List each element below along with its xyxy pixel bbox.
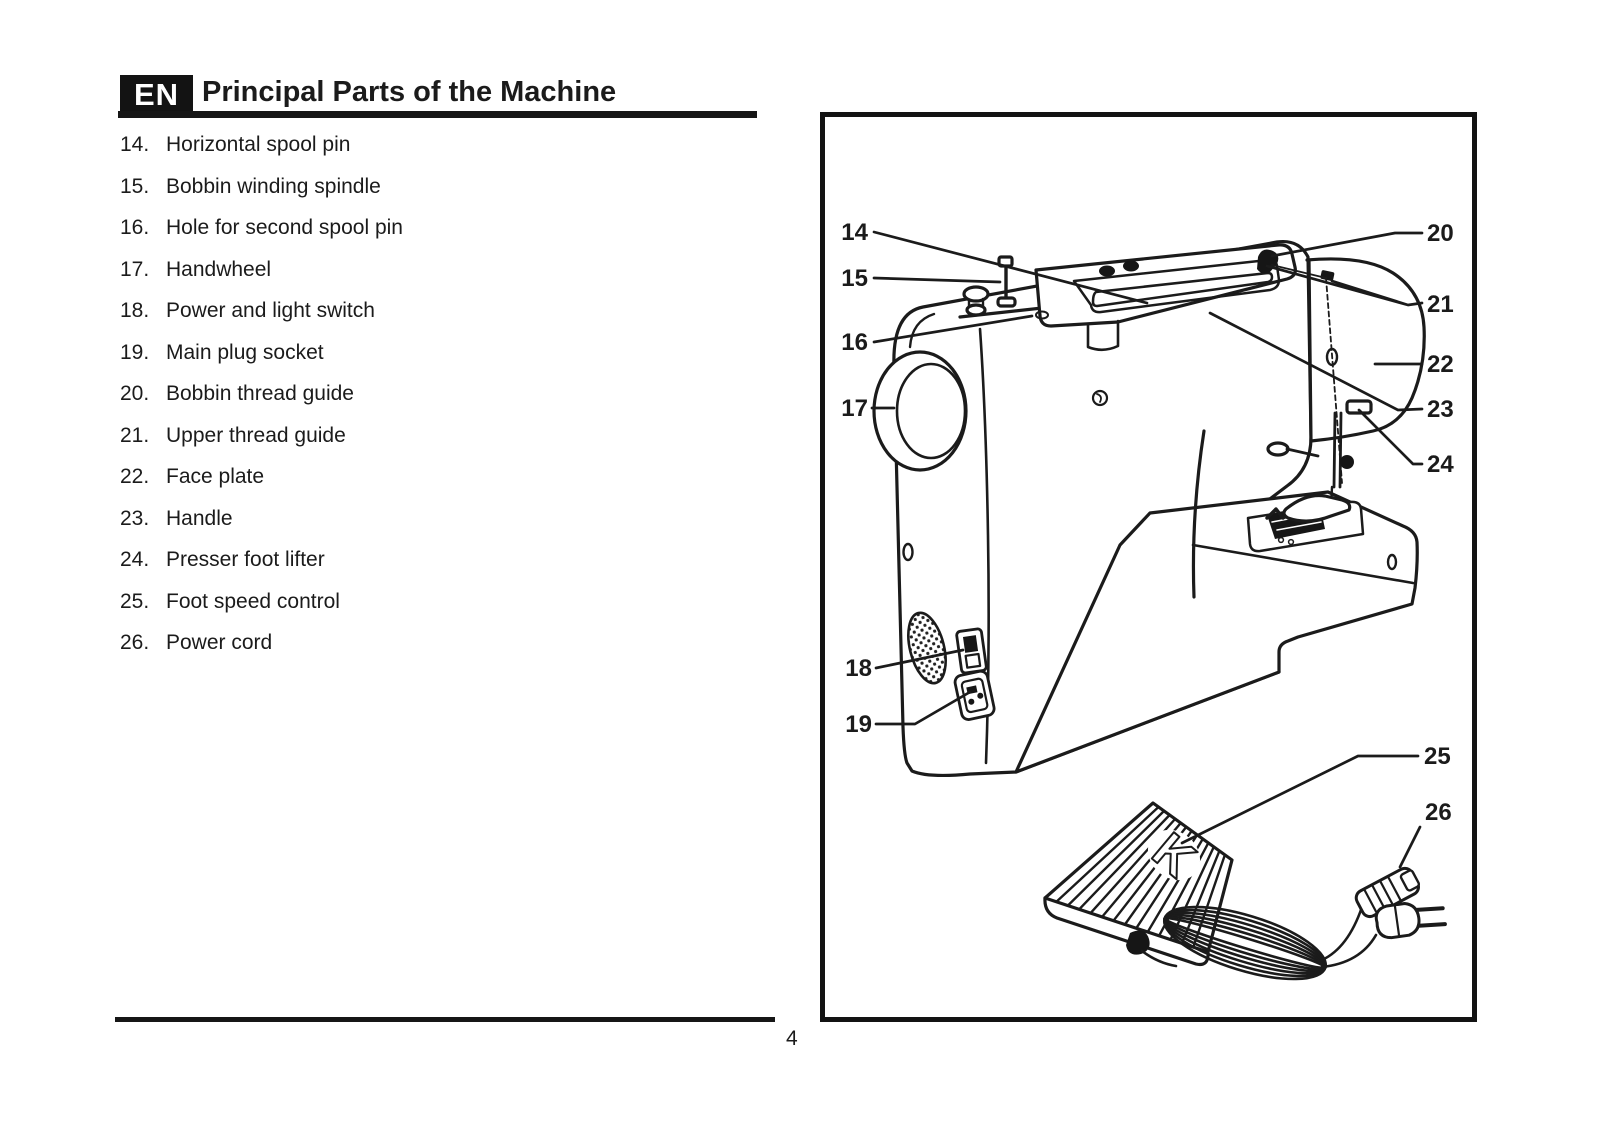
page-title: Principal Parts of the Machine [202, 76, 617, 108]
diagram-frame: K [820, 112, 1477, 1022]
callout-16: 16 [841, 329, 868, 356]
callout-18: 18 [845, 655, 872, 682]
list-item: 22. Face plate [120, 465, 550, 507]
callout-14: 14 [841, 219, 868, 246]
callout-23: 23 [1427, 396, 1454, 423]
page-number: 4 [786, 1027, 798, 1050]
plug-socket-drawing [953, 669, 996, 721]
callout-24: 24 [1427, 451, 1454, 478]
item-label: Foot speed control [166, 589, 340, 613]
callout-25: 25 [1424, 743, 1451, 770]
item-number: 26. [120, 631, 150, 654]
callout-26: 26 [1425, 799, 1452, 826]
callout-leader-lines [870, 230, 1424, 869]
item-number: 18. [120, 299, 150, 322]
callout-17: 17 [841, 395, 868, 422]
item-label: Power cord [166, 631, 273, 654]
language-badge-text: EN [133, 77, 180, 112]
item-number: 14. [120, 133, 150, 156]
title-underline-rule [118, 111, 757, 118]
list-item: 19. Main plug socket [120, 341, 550, 383]
item-number: 15. [120, 174, 150, 198]
handwheel [872, 350, 968, 472]
callout-20: 20 [1427, 220, 1454, 247]
callout-21: 21 [1427, 291, 1454, 318]
list-item: 18. Power and light switch [120, 299, 550, 341]
footer-rule [115, 1017, 775, 1022]
presser-foot-assembly [1265, 399, 1373, 523]
callout-22: 22 [1427, 351, 1454, 378]
list-item: 23. Handle [120, 507, 550, 549]
item-label: Upper thread guide [166, 423, 346, 447]
item-number: 16. [120, 216, 150, 239]
list-item: 20. Bobbin thread guide [120, 382, 550, 424]
item-label: Face plate [166, 465, 265, 488]
wall-plug [1374, 901, 1447, 940]
item-number: 20. [120, 382, 150, 405]
second-spool-pin-hole [1035, 310, 1049, 320]
item-label: Power and light switch [166, 299, 375, 322]
handle-plate [1034, 243, 1297, 352]
item-number: 22. [120, 465, 150, 488]
item-label: Handwheel [166, 257, 272, 281]
item-number: 25. [120, 589, 150, 613]
list-item: 25. Foot speed control [120, 590, 550, 632]
item-number: 23. [120, 506, 150, 530]
spool-pin-knob [962, 285, 990, 317]
face-plate [1305, 257, 1426, 443]
language-badge: EN [120, 75, 193, 115]
item-label: Horizontal spool pin [166, 133, 351, 156]
callout-19: 19 [845, 711, 872, 738]
item-label: Handle [166, 506, 233, 530]
item-label: Hole for second spool pin [166, 216, 403, 239]
machine-body [872, 239, 1426, 778]
item-number: 24. [120, 548, 150, 571]
item-label: Bobbin winding spindle [166, 174, 381, 198]
power-cord [1126, 866, 1447, 981]
item-number: 21. [120, 423, 150, 447]
callout-15: 15 [841, 265, 868, 292]
item-label: Presser foot lifter [166, 548, 325, 571]
item-label: Main plug socket [166, 340, 324, 364]
parts-list: 14. Horizontal spool pin 15. Bobbin windin… [120, 133, 550, 673]
list-item: 15. Bobbin winding spindle [120, 175, 550, 217]
item-label: Bobbin thread guide [166, 382, 354, 405]
callout-labels: 14 15 16 17 18 19 20 21 22 23 24 25 26 [841, 219, 1454, 826]
item-number: 19. [120, 340, 150, 364]
machine-bed [1014, 429, 1419, 774]
list-item: 26. Power cord [120, 631, 550, 673]
list-item: 21. Upper thread guide [120, 424, 550, 466]
item-number: 17. [120, 257, 150, 281]
sewing-machine-diagram: K [841, 219, 1454, 981]
list-item: 14. Horizontal spool pin [120, 133, 550, 175]
list-item: 17. Handwheel [120, 258, 550, 300]
bobbin-winder-spindle [996, 255, 1017, 308]
vent-grille [907, 611, 947, 685]
list-item: 16. Hole for second spool pin [120, 216, 550, 258]
list-item: 24. Presser foot lifter [120, 548, 550, 590]
